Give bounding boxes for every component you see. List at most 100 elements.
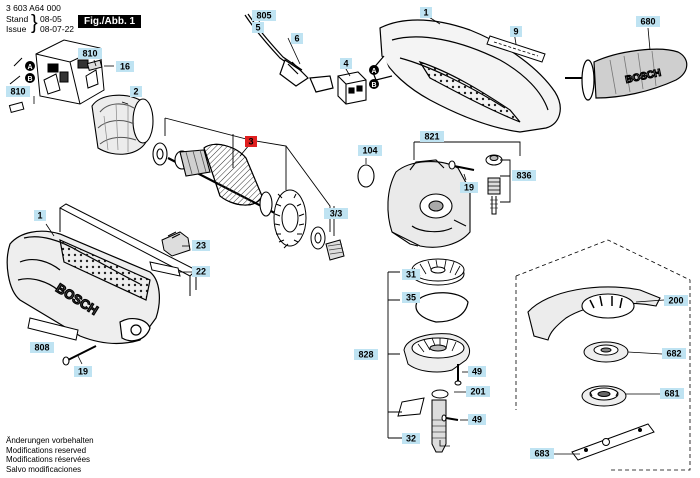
callout-label: 680 xyxy=(640,17,655,27)
callout-box xyxy=(78,48,102,59)
callout-box xyxy=(662,348,686,359)
callout-label: 1 xyxy=(37,211,42,221)
callout-label: 6 xyxy=(294,34,299,44)
callout-c810b: 810 xyxy=(6,86,30,97)
figure-title: Fig./Abb. 1 xyxy=(78,15,142,28)
callout-c3: 3 xyxy=(245,136,257,147)
handle-grip xyxy=(593,48,688,99)
dashed-cutout xyxy=(515,239,691,471)
callout-c49b: 49 xyxy=(468,414,486,425)
callout-box xyxy=(510,26,522,37)
issue-value: 08-07-22 xyxy=(40,24,75,34)
marker-circle xyxy=(369,65,379,75)
screw-19-right xyxy=(448,160,475,171)
marker-letter: B xyxy=(371,82,376,89)
callout-label: 31 xyxy=(406,270,416,280)
note-line: Änderungen vorbehalten xyxy=(6,436,94,445)
callout-box xyxy=(420,7,432,18)
callout-c23: 23 xyxy=(192,240,210,251)
notes: Änderungen vorbehalten Modifications res… xyxy=(6,436,94,474)
callout-box xyxy=(466,386,490,397)
marker-circle xyxy=(369,79,379,89)
screw-49-b xyxy=(445,417,459,421)
carbon-brush xyxy=(8,101,25,114)
callout-box xyxy=(6,86,30,97)
marker-letter: B xyxy=(27,76,32,83)
callout-box xyxy=(340,58,352,69)
callout-box xyxy=(358,145,382,156)
switch-rod-22 xyxy=(149,261,181,277)
wheel-guard-200 xyxy=(527,286,661,341)
clamping-nut-681 xyxy=(581,385,627,407)
callout-c836: 836 xyxy=(512,170,536,181)
callout-c16: 16 xyxy=(116,61,134,72)
callout-label: 808 xyxy=(34,343,49,353)
bearing-small xyxy=(152,142,168,166)
callout-c1top: 1 xyxy=(420,7,432,18)
label-9-strip xyxy=(486,35,546,63)
callout-c9: 9 xyxy=(510,26,522,37)
top-housing-group xyxy=(371,19,561,133)
housing-grip-texture xyxy=(418,60,521,123)
callout-box xyxy=(245,136,257,147)
callout-label: 23 xyxy=(196,241,206,251)
callout-c828: 828 xyxy=(354,349,378,360)
note-line: Modifications réservées xyxy=(6,455,91,464)
callout-box xyxy=(252,10,276,21)
callout-label: 49 xyxy=(472,415,482,425)
callout-label: 35 xyxy=(406,293,416,303)
document-number: 3 603 A64 000 xyxy=(6,3,61,13)
callout-box xyxy=(192,240,210,251)
callout-c22: 22 xyxy=(192,266,210,277)
connection-marker-mB1: B xyxy=(25,73,35,83)
callout-label: 104 xyxy=(362,146,377,156)
callout-c104: 104 xyxy=(358,145,382,156)
label-808 xyxy=(27,317,79,341)
callout-label: 1 xyxy=(423,8,428,18)
armature-group xyxy=(167,143,301,227)
callout-label: 5 xyxy=(255,23,260,33)
callout-c808: 808 xyxy=(30,342,54,353)
screw-19-left xyxy=(62,345,97,366)
callout-c4: 4 xyxy=(340,58,352,69)
callout-label: 32 xyxy=(406,434,416,444)
callout-box xyxy=(34,210,46,221)
callout-label: 828 xyxy=(358,350,373,360)
callout-box xyxy=(660,388,684,399)
callout-c1left: 1 xyxy=(34,210,46,221)
two-pin-wrench-683 xyxy=(571,423,655,461)
callout-box xyxy=(636,16,660,27)
spindle-lock-836 xyxy=(485,154,503,215)
callout-c19left: 19 xyxy=(74,366,92,377)
callout-box xyxy=(460,182,478,193)
callout-c49a: 49 xyxy=(468,366,486,377)
callout-box xyxy=(468,366,486,377)
callout-box xyxy=(130,86,142,97)
side-housing-group: BOSCH xyxy=(6,230,160,345)
callout-c6: 6 xyxy=(291,33,303,44)
connection-marker-mA2: A xyxy=(369,65,379,75)
callout-label: 19 xyxy=(78,367,88,377)
callout-c810a: 810 xyxy=(78,48,102,59)
gasket-35 xyxy=(415,292,469,323)
callout-c35: 35 xyxy=(402,292,420,303)
cable-outer xyxy=(247,13,303,71)
callout-box xyxy=(291,33,303,44)
gear-housing-group xyxy=(387,159,471,248)
spindle-key xyxy=(397,397,425,417)
cable xyxy=(244,14,301,73)
callout-label: 805 xyxy=(256,11,271,21)
marker-circle xyxy=(25,73,35,83)
auxiliary-handle-group: BOSCH xyxy=(565,48,688,101)
callout-c5: 5 xyxy=(252,22,264,33)
bracket-821 xyxy=(413,141,521,160)
callout-c31: 31 xyxy=(402,269,420,280)
mounting-flange-682 xyxy=(583,341,629,363)
callout-c19right: 19 xyxy=(460,182,478,193)
callout-label: 49 xyxy=(472,367,482,377)
note-line: Salvo modificaciones xyxy=(6,464,82,474)
pinion-gear xyxy=(325,239,345,261)
callout-box xyxy=(664,295,688,306)
callout-label: 9 xyxy=(513,27,518,37)
